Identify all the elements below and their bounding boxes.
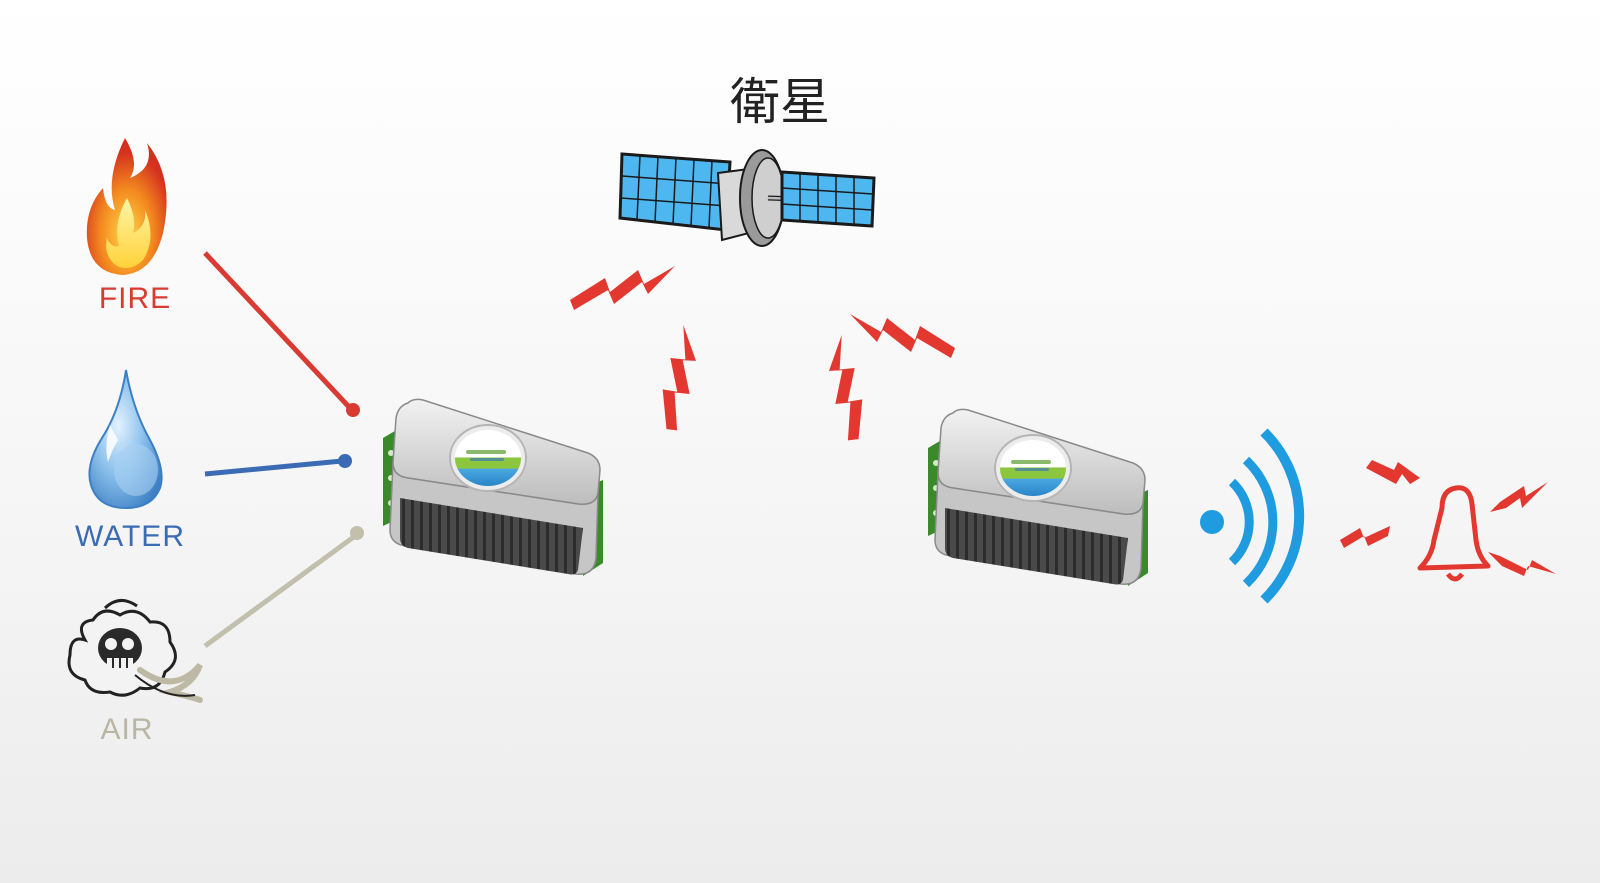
satellite-icon [618,149,876,247]
receiver-device-icon [927,408,1149,587]
transmitter-device-icon [382,398,604,577]
air-connection-line [203,526,364,649]
water-drop-icon [88,369,163,510]
wireless-signal-icon [1200,428,1305,604]
water-connection-line [204,454,352,477]
satellite-title: 衛星 [730,73,830,131]
fire-icon [86,138,167,275]
fire-connection-line [203,251,360,417]
toxic-smoke-icon [67,599,203,703]
air-label: AIR [100,713,153,746]
fire-label: FIRE [99,282,171,315]
water-label: WATER [75,520,185,553]
alarm-bell-icon [1340,460,1556,582]
signal-bolts [570,266,955,444]
